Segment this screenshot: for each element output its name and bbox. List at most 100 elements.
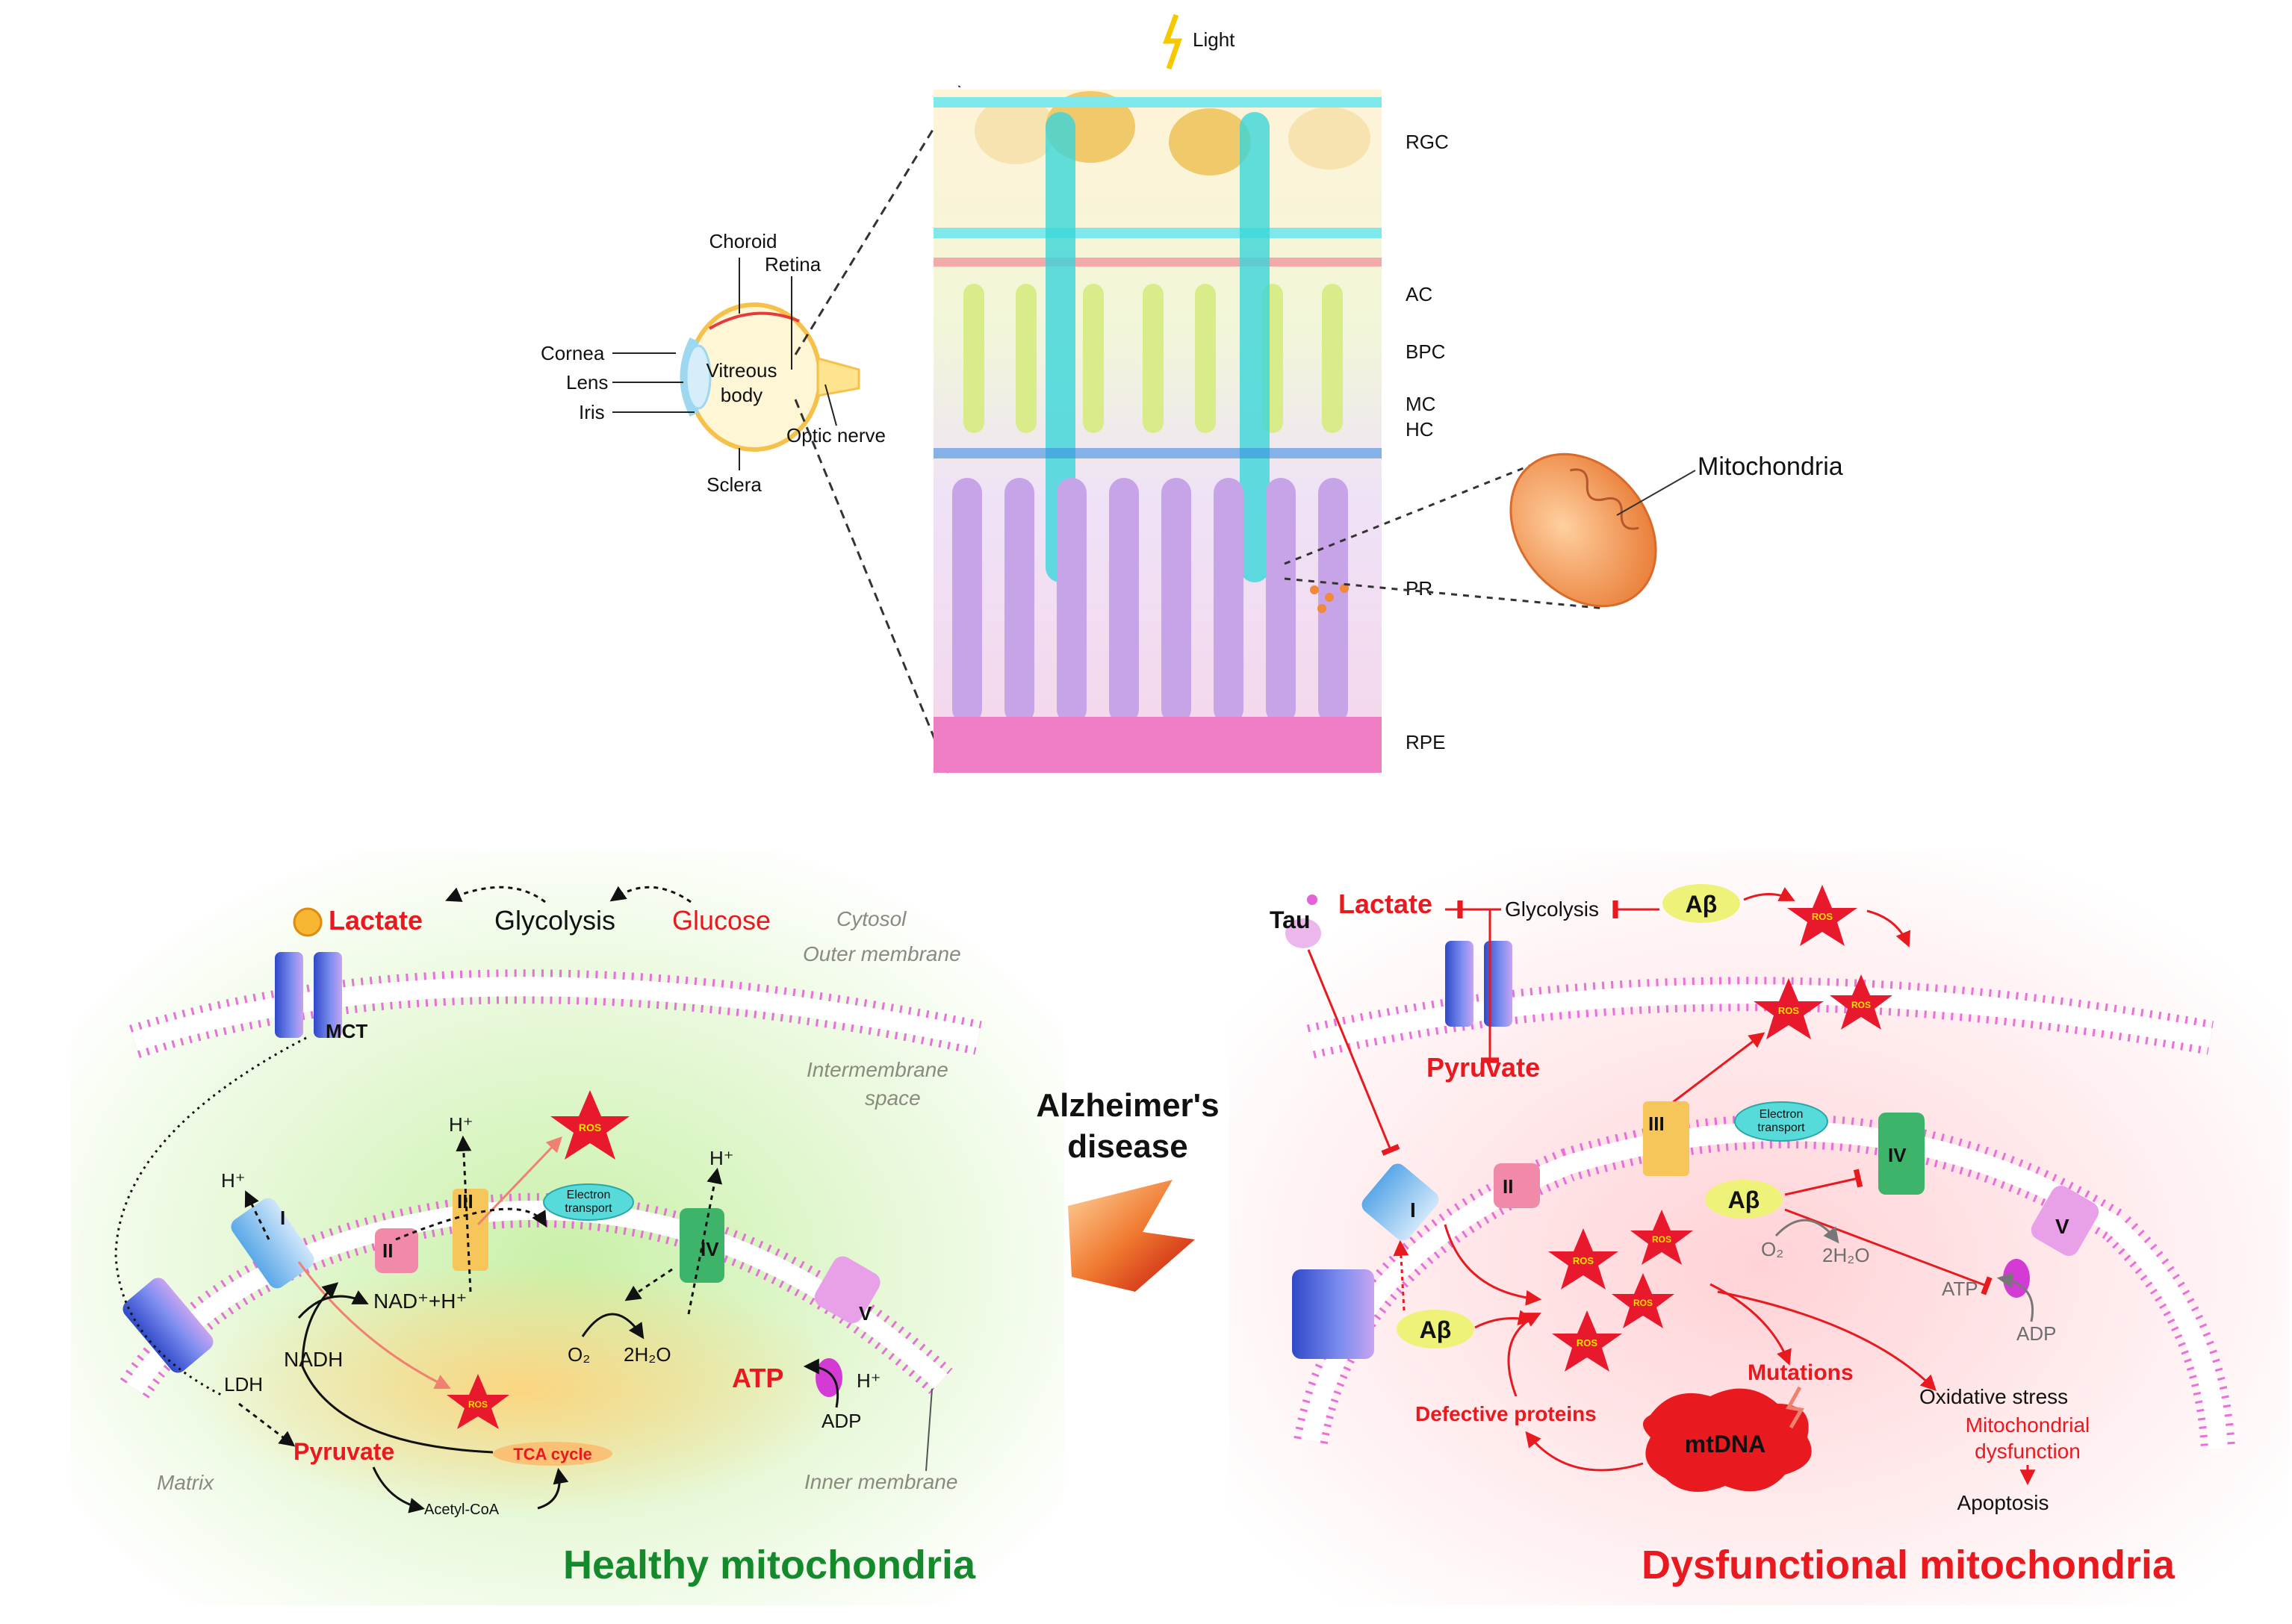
complex-i-to-ros-arrow bbox=[1444, 1224, 1542, 1306]
h-plus-2: H⁺ bbox=[449, 1113, 473, 1136]
outer-membrane-label: Outer membrane bbox=[803, 942, 961, 965]
healthy-glycolysis: Glycolysis bbox=[494, 905, 615, 936]
dys-pyruvate: Pyruvate bbox=[1426, 1052, 1540, 1083]
lactate-transport-path bbox=[114, 1036, 307, 1398]
mitochondria-label: Mitochondria bbox=[1698, 452, 1843, 481]
healthy-ros-star-top bbox=[550, 1090, 630, 1160]
mutation-bolt-icon bbox=[1786, 1386, 1804, 1429]
dys-abeta-1-bubble bbox=[1662, 884, 1740, 923]
dys-ros-label-3: ROS bbox=[1851, 1000, 1871, 1010]
healthy-complex-iv bbox=[680, 1208, 724, 1283]
intermembrane-label-1: Intermembrane bbox=[807, 1058, 948, 1081]
mct-label: MCT bbox=[326, 1020, 367, 1042]
mtdna-to-defective-arrow bbox=[1525, 1431, 1644, 1472]
tau-dot bbox=[1307, 895, 1317, 905]
dys-atp-synthesis-arrow bbox=[1996, 1272, 2034, 1322]
lightning-icon bbox=[1162, 13, 1182, 70]
pr-layer bbox=[934, 478, 1382, 773]
defective-to-ros-arrow bbox=[1507, 1313, 1541, 1397]
tau-inhibits-complex-i bbox=[1307, 949, 1400, 1156]
pr-label: PR bbox=[1406, 577, 1432, 600]
dys-abeta-1: Aβ bbox=[1686, 891, 1718, 918]
mct-right bbox=[314, 952, 342, 1038]
healthy-complex-i bbox=[231, 1198, 314, 1289]
healthy-electron-label-1: Electron bbox=[567, 1189, 611, 1201]
iris-label: Iris bbox=[579, 401, 605, 423]
h-plus-arrow-3 bbox=[687, 1167, 723, 1315]
dys-electron-transport bbox=[1734, 1101, 1828, 1142]
ldh-label: LDH bbox=[224, 1373, 263, 1396]
retina-section: Light bbox=[934, 13, 1843, 773]
healthy-complex-v bbox=[814, 1256, 881, 1324]
dys-ros-star-2 bbox=[1754, 978, 1824, 1039]
dys-adp: ADP bbox=[2016, 1322, 2056, 1345]
healthy-ros-label-top: ROS bbox=[579, 1121, 601, 1133]
lactate-dot bbox=[293, 907, 323, 937]
dys-complex-v bbox=[2031, 1185, 2099, 1257]
dys-ros-label-5: ROS bbox=[1652, 1234, 1671, 1245]
dys-complex-ii-label: II bbox=[1503, 1175, 1513, 1198]
sclera-label: Sclera bbox=[706, 473, 762, 496]
dys-mct-right bbox=[1484, 941, 1512, 1027]
dys-complex-i-label: I bbox=[1410, 1198, 1416, 1222]
ac-label: AC bbox=[1406, 283, 1432, 305]
healthy-h2o: 2H₂O bbox=[624, 1343, 671, 1366]
dys-h2o: 2H₂O bbox=[1822, 1244, 1870, 1266]
dys-ros-label-7: ROS bbox=[1577, 1337, 1598, 1348]
healthy-pyruvate: Pyruvate bbox=[294, 1438, 394, 1465]
dys-lactate: Lactate bbox=[1338, 889, 1432, 919]
mtdna-blob bbox=[1643, 1388, 1812, 1492]
dys-complex-v-label: V bbox=[2055, 1215, 2069, 1238]
healthy-complex-i-label: I bbox=[280, 1207, 285, 1229]
inner-membrane-label: Inner membrane bbox=[804, 1470, 957, 1493]
lens-label: Lens bbox=[566, 371, 608, 393]
abeta-inhibits-atp bbox=[1784, 1208, 1993, 1295]
acetyl-to-tca-arrow bbox=[537, 1467, 569, 1510]
oxidative-label: Oxidative stress bbox=[1919, 1385, 2068, 1408]
dys-complex-iii-label: III bbox=[1648, 1113, 1665, 1135]
ros-to-oxidative-arrow bbox=[1717, 1290, 1937, 1391]
dys-outer-membrane-core bbox=[1308, 984, 2213, 1051]
healthy-title: Healthy mitochondria bbox=[563, 1543, 976, 1587]
rpe-label: RPE bbox=[1406, 731, 1445, 753]
ros-to-mutations-arrow bbox=[1709, 1283, 1792, 1366]
healthy-electron-label-2: transport bbox=[565, 1202, 612, 1215]
dysfunctional-title: Dysfunctional mitochondria bbox=[1642, 1543, 2175, 1587]
mtdna-label: mtDNA bbox=[1685, 1431, 1765, 1457]
transition-arrow-icon bbox=[1068, 1180, 1195, 1292]
vitreous-label-1: Vitreous bbox=[706, 359, 777, 382]
healthy-glucose: Glucose bbox=[672, 905, 771, 936]
dys-ros-star-6 bbox=[1612, 1273, 1674, 1328]
dys-ros-star-5 bbox=[1630, 1210, 1693, 1265]
alzheimers-label-2: disease bbox=[1067, 1128, 1187, 1165]
dys-ros-star-4 bbox=[1548, 1228, 1618, 1289]
rgc-label: RGC bbox=[1406, 131, 1449, 153]
dys-complex-i bbox=[1361, 1163, 1439, 1241]
abeta-inhibits-complex-iv bbox=[1784, 1169, 1863, 1196]
choroid-shape bbox=[708, 311, 800, 330]
cornea-label: Cornea bbox=[541, 342, 605, 364]
dys-ros-label-6: ROS bbox=[1633, 1298, 1653, 1308]
atp-synthesis-arrow bbox=[803, 1358, 839, 1408]
dys-ros-star-1 bbox=[1787, 885, 1857, 946]
dys-transporter bbox=[1292, 1269, 1374, 1359]
ros-matrix-arrow bbox=[297, 1261, 451, 1390]
dys-complex-iv bbox=[1878, 1113, 1925, 1195]
oxygen-reduction-arrow bbox=[581, 1313, 645, 1340]
complex-iii-ros-arrow bbox=[1668, 1032, 1765, 1107]
dys-ros-label-1: ROS bbox=[1812, 911, 1833, 922]
mitochondrion-icon bbox=[1509, 452, 1657, 608]
cytosol-label: Cytosol bbox=[836, 907, 907, 930]
dys-electron-label-1: Electron bbox=[1760, 1108, 1804, 1121]
optic-nerve-label: Optic nerve bbox=[786, 424, 886, 447]
choroid-label: Choroid bbox=[709, 230, 777, 252]
light-label: Light bbox=[1193, 28, 1235, 51]
vitreous-label-2: body bbox=[721, 384, 763, 406]
ros-to-membrane-arrow bbox=[1866, 909, 1911, 948]
dys-glycolysis: Glycolysis bbox=[1505, 897, 1599, 921]
ldh-to-pyruvate-arrow bbox=[238, 1402, 296, 1447]
dys-complex-iii bbox=[1643, 1101, 1689, 1176]
dys-abeta-2: Aβ bbox=[1728, 1186, 1760, 1213]
retina-label: Retina bbox=[765, 253, 822, 276]
